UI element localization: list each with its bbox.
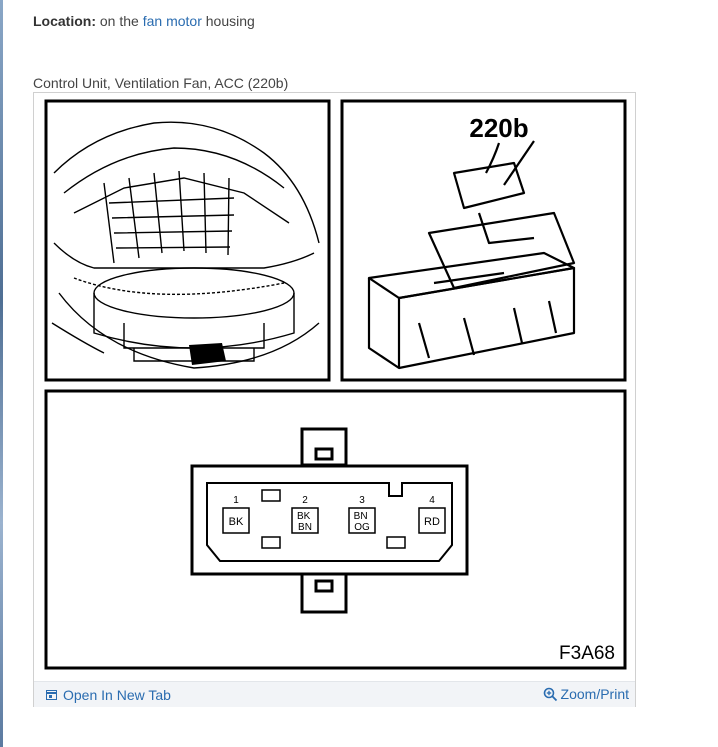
fan-motor-link[interactable]: fan motor xyxy=(142,13,202,29)
pin-1-wire: BK xyxy=(229,516,244,528)
pin-3: 3 BN OG xyxy=(348,495,376,534)
pin-2-number: 2 xyxy=(302,495,308,506)
location-line: Location: on the fan motor housing xyxy=(33,13,255,29)
pin-1-number: 1 xyxy=(233,495,239,506)
location-suffix: housing xyxy=(205,13,255,29)
connector-pinout-diagram: 1 BK 2 BK BN 3 BN OG 4 xyxy=(44,389,627,670)
zoom-print-label: Zoom/Print xyxy=(560,686,629,702)
pin-3-wire-line2: OG xyxy=(354,522,370,533)
connector-3d-illustration: 220b xyxy=(340,99,627,382)
pin-3-wire-line1: BN xyxy=(354,511,368,522)
pin-2: 2 BK BN xyxy=(291,495,319,534)
open-in-new-tab-link[interactable]: Open In New Tab xyxy=(46,687,171,703)
fan-housing-illustration xyxy=(44,99,331,382)
page-left-edge xyxy=(0,0,3,747)
zoom-print-link[interactable]: Zoom/Print xyxy=(543,686,629,702)
zoom-in-icon xyxy=(543,687,557,701)
figure-container: 220b xyxy=(33,92,636,707)
wiring-diagram: 220b xyxy=(44,99,627,670)
pin-4-wire: RD xyxy=(424,516,440,528)
open-in-new-tab-label: Open In New Tab xyxy=(63,687,171,703)
new-tab-icon xyxy=(46,690,57,700)
connector-label: 220b xyxy=(469,113,528,143)
pin-4: 4 RD xyxy=(418,495,446,534)
figure-footer: Open In New Tab Zoom/Print xyxy=(34,681,635,707)
pin-1: 1 BK xyxy=(222,495,250,534)
pin-2-wire-line1: BK xyxy=(297,511,311,522)
pin-2-wire: BK BN xyxy=(297,511,313,533)
pin-2-wire-line2: BN xyxy=(298,522,312,533)
figure-code: F3A68 xyxy=(559,643,615,664)
pin-4-number: 4 xyxy=(429,495,435,506)
location-label: Location: xyxy=(33,13,96,29)
pin-3-wire: BN OG xyxy=(354,511,371,533)
figure-caption: Control Unit, Ventilation Fan, ACC (220b… xyxy=(33,75,289,91)
pin-3-number: 3 xyxy=(359,495,365,506)
location-prefix: on the xyxy=(99,13,139,29)
